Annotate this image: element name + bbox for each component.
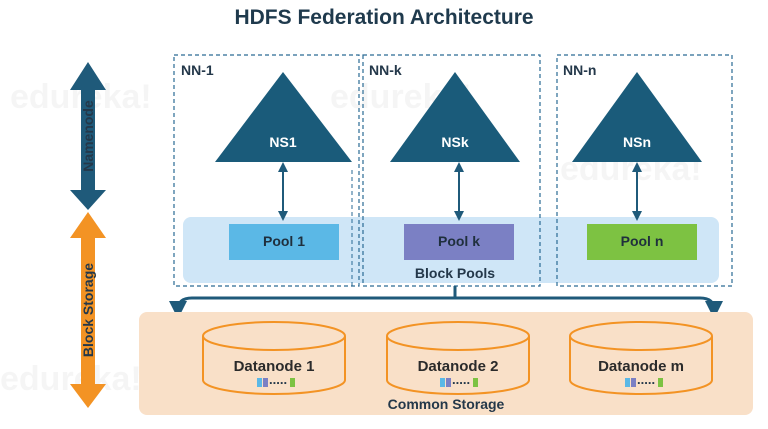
datanode-blocks-2: ..... [452, 372, 471, 387]
namenode-box-1 [173, 54, 360, 287]
datanode-label-2: Datanode 2 [417, 358, 499, 375]
namespace-label-n: NSn [623, 134, 651, 150]
namespace-label-k: NSk [441, 134, 469, 150]
pools-to-storage-connector [169, 286, 723, 319]
block-squares-m [625, 378, 663, 387]
block-pools-label: Block Pools [414, 265, 496, 281]
namenode-axis-label: Namenode [80, 100, 96, 172]
namenode-label-k: NN-k [369, 62, 402, 78]
pool-1 [229, 224, 339, 260]
pool-label-n: Pool n [620, 233, 664, 249]
common-storage-band [139, 312, 753, 415]
namenode-label-1: NN-1 [181, 62, 214, 78]
datanode-blocks-1: ..... [269, 372, 288, 387]
block-squares-1 [257, 378, 295, 387]
block-squares-2 [440, 378, 478, 387]
namenode-label-n: NN-n [563, 62, 597, 78]
pool-n [587, 224, 697, 260]
pool-k [404, 224, 514, 260]
datanode-label-1: Datanode 1 [233, 358, 315, 375]
pool-label-1: Pool 1 [262, 233, 305, 249]
datanode-blocks-m: ..... [637, 372, 656, 387]
block-storage-arrow [70, 212, 106, 408]
pool-label-k: Pool k [437, 233, 480, 249]
datanode-label-m: Datanode m [598, 358, 684, 375]
namespace-label-1: NS1 [269, 134, 297, 150]
namenode-box-n [556, 54, 733, 287]
block-storage-axis-label: Block Storage [80, 262, 96, 358]
namespace-triangle-n [572, 72, 702, 162]
namespace-triangle-1 [215, 72, 352, 162]
common-storage-label: Common Storage [387, 396, 505, 412]
namenode-arrow [70, 62, 106, 210]
datanode-cylinder-1 [202, 321, 346, 395]
diagram-title: HDFS Federation Architecture [234, 6, 534, 29]
datanode-cylinder-2 [386, 321, 530, 395]
datanode-cylinder-m [569, 321, 713, 395]
namenode-box-k [362, 54, 541, 287]
namespace-triangle-k [390, 72, 520, 162]
